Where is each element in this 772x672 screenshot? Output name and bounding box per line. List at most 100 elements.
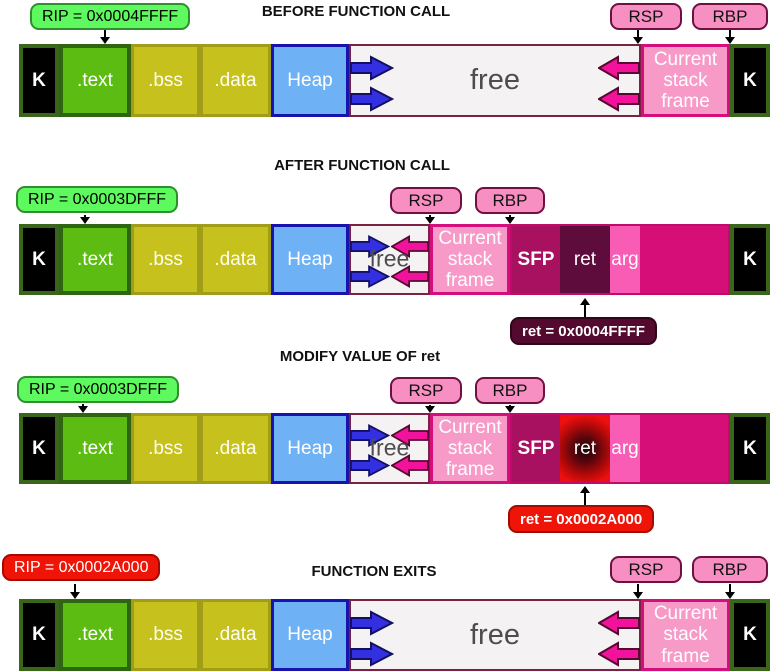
text-label: .text <box>77 437 113 459</box>
segment-heap: Heap <box>271 599 349 671</box>
rip-badge-exit: RIP = 0x0002A000 <box>2 554 161 581</box>
segment-arg: arg <box>610 415 640 482</box>
segment-bss: .bss <box>131 44 200 117</box>
section-title-exit: FUNCTION EXITS <box>311 563 437 580</box>
rbp-pointer-arrow <box>505 405 515 413</box>
segment-kernel-right: K <box>730 224 770 295</box>
kernel-label: K <box>743 248 757 270</box>
segment-kernel-left: K <box>19 599 59 671</box>
segment-sfp: SFP <box>512 226 560 293</box>
arg-label: arg <box>611 437 639 459</box>
segment-arg: arg <box>610 226 640 293</box>
stack-growth-arrow-icon <box>391 234 429 259</box>
rbp-badge-after: RBP <box>475 187 545 214</box>
kernel-label: K <box>32 248 46 270</box>
rsp-pointer-arrow <box>425 215 435 224</box>
segment-data: .data <box>200 413 271 484</box>
data-label: .data <box>214 69 257 91</box>
data-label: .data <box>214 248 257 270</box>
section-title-after: AFTER FUNCTION CALL <box>274 157 450 174</box>
heap-label: Heap <box>287 69 333 91</box>
rsp-badge-before: RSP <box>610 3 682 30</box>
heap-growth-arrow-icon <box>350 453 390 478</box>
caller-stack-group: SFP ret arg <box>510 224 730 295</box>
current-frame-label: Current stack frame <box>438 227 502 292</box>
section-title-before: BEFORE FUNCTION CALL <box>261 3 451 20</box>
memory-bar-modify: K .text .bss .data Heap free Current sta… <box>19 413 770 484</box>
stack-growth-arrow-icon <box>598 641 640 667</box>
rsp-badge-exit: RSP <box>610 556 682 583</box>
rbp-badge-exit: RBP <box>692 556 768 583</box>
segment-kernel-right: K <box>730 413 770 484</box>
segment-text: .text <box>59 599 131 671</box>
heap-growth-arrow-icon <box>350 610 394 636</box>
heap-label: Heap <box>287 624 333 645</box>
text-label: .text <box>77 248 113 270</box>
heap-growth-arrow-icon <box>350 423 390 448</box>
segment-text: .text <box>59 224 131 295</box>
stack-growth-arrow-icon <box>391 453 429 478</box>
ret-pointer-arrow <box>580 486 590 505</box>
stack-growth-arrow-icon <box>598 86 640 112</box>
sfp-label: SFP <box>517 437 555 459</box>
kernel-label: K <box>32 69 46 91</box>
segment-free: free <box>349 224 430 295</box>
sfp-label: SFP <box>517 248 555 270</box>
data-label: .data <box>214 437 257 459</box>
kernel-label: K <box>743 437 757 459</box>
rip-badge-after: RIP = 0x0003DFFF <box>16 186 178 213</box>
ret-label: ret <box>573 248 597 270</box>
segment-free: free <box>349 44 641 117</box>
heap-growth-arrow-icon <box>350 641 394 667</box>
rbp-badge-before: RBP <box>692 3 768 30</box>
rip-pointer-arrow <box>70 584 80 599</box>
ret-pointer-arrow <box>580 298 590 317</box>
memory-bar-after: K .text .bss .data Heap free Current sta… <box>19 224 770 295</box>
segment-bss: .bss <box>131 224 200 295</box>
segment-caller-frame <box>640 415 728 482</box>
rbp-pointer-arrow <box>725 30 735 44</box>
free-label: free <box>369 433 410 460</box>
rsp-pointer-arrow <box>633 584 643 599</box>
segment-bss: .bss <box>131 413 200 484</box>
arg-label: arg <box>611 248 639 270</box>
current-frame-label: Current stack frame <box>653 48 718 113</box>
bss-label: .bss <box>148 437 183 459</box>
text-label: .text <box>77 624 113 645</box>
kernel-label: K <box>743 624 757 645</box>
segment-ret-modified: ret <box>560 415 610 482</box>
caller-stack-group: SFP ret arg <box>510 413 730 484</box>
rip-badge-modify: RIP = 0x0003DFFF <box>17 376 179 403</box>
segment-ret: ret <box>560 226 610 293</box>
stack-growth-arrow-icon <box>391 264 429 289</box>
kernel-label: K <box>32 624 46 645</box>
rip-pointer-arrow <box>100 30 110 44</box>
rbp-pointer-arrow <box>725 584 735 599</box>
rsp-pointer-arrow <box>425 405 435 413</box>
segment-data: .data <box>200 44 271 117</box>
rbp-pointer-arrow <box>505 215 515 224</box>
rip-badge-before: RIP = 0x0004FFFF <box>30 3 191 30</box>
current-frame-label: Current stack frame <box>653 603 718 667</box>
segment-current-stack-frame: Current stack frame <box>430 413 510 484</box>
rsp-badge-after: RSP <box>390 187 462 214</box>
rbp-badge-modify: RBP <box>475 377 545 404</box>
stack-growth-arrow-icon <box>598 55 640 81</box>
segment-current-stack-frame: Current stack frame <box>641 44 730 117</box>
stack-growth-arrow-icon <box>598 610 640 636</box>
segment-kernel-right: K <box>730 44 770 117</box>
heap-label: Heap <box>287 437 333 459</box>
segment-data: .data <box>200 599 271 671</box>
kernel-label: K <box>743 69 757 91</box>
segment-heap: Heap <box>271 413 349 484</box>
memory-bar-exit: K .text .bss .data Heap free Current sta… <box>19 599 770 671</box>
stack-growth-arrow-icon <box>391 423 429 448</box>
free-label: free <box>470 64 520 96</box>
segment-heap: Heap <box>271 44 349 117</box>
rip-pointer-arrow <box>78 404 88 413</box>
segment-free: free <box>349 599 641 671</box>
bss-label: .bss <box>148 69 183 91</box>
rip-pointer-arrow <box>80 215 90 224</box>
segment-current-stack-frame: Current stack frame <box>641 599 730 671</box>
segment-data: .data <box>200 224 271 295</box>
